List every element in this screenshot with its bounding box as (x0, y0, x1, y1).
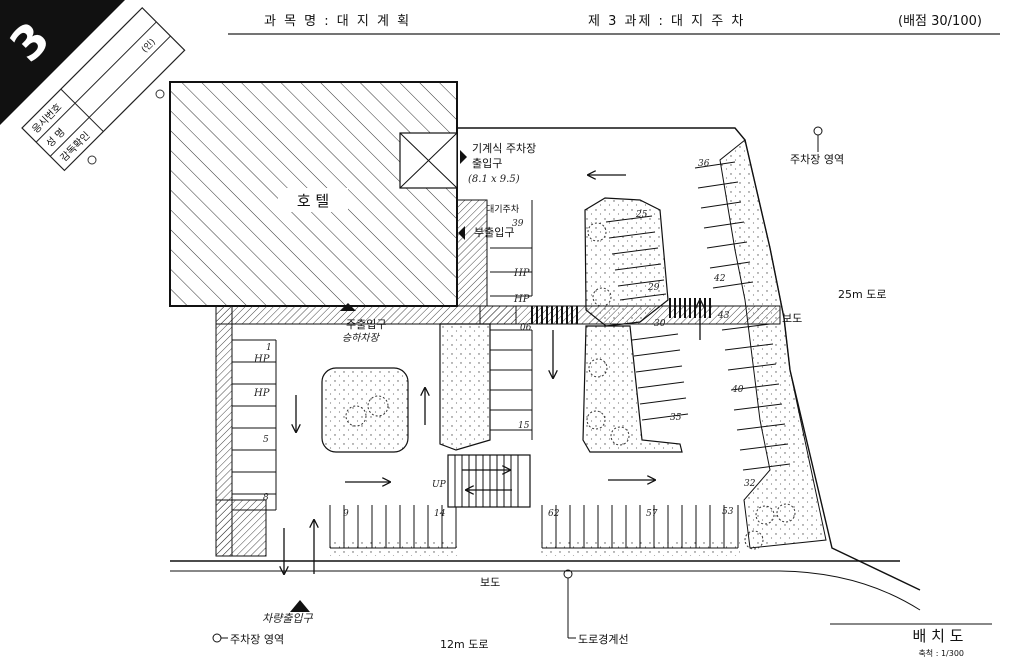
hp-label-3: HP (513, 268, 530, 279)
stall-number: 9 (343, 509, 349, 519)
up-label: UP (432, 480, 447, 490)
parking-zone-label-bottom: 주차장 영역 (230, 633, 284, 646)
south-parking-stalls-1 (329, 505, 457, 549)
stall-number: 1 (266, 343, 272, 353)
footer-title: 배 치 도 (913, 627, 964, 645)
footer-scale: 축척 : 1/300 (918, 649, 964, 658)
stall-number: 40 (731, 385, 744, 395)
south-parking-stalls-2 (541, 505, 739, 549)
sidewalk-label-bottom: 보도 (480, 576, 500, 589)
stall-number: 14 (434, 509, 446, 519)
hp-label-1: HP (253, 354, 270, 365)
stall-number: 36 (698, 159, 710, 169)
parking-zone-label-top: 주차장 영역 (790, 153, 844, 166)
mech-parking-label-2: 출입구 (472, 157, 502, 170)
sidewalk-corner (779, 570, 921, 611)
sidewalk-label-right: 보도 (782, 312, 802, 325)
side-walkway (456, 199, 488, 307)
traffic-arrows (284, 175, 700, 574)
subject-title: 과 목 명 : 대 지 계 획 (264, 14, 412, 29)
main-entrance-marker (340, 303, 356, 311)
vehicle-entrance-label: 차량출입구 (262, 612, 313, 625)
west-corner-hatch (215, 499, 267, 557)
road-label-right: 25m 도로 (838, 288, 886, 301)
seal-mark: (인) (139, 37, 158, 56)
stall-number: 35 (670, 413, 682, 423)
stall-number: 42 (713, 274, 726, 284)
upper-island-stalls (605, 215, 667, 301)
stall-number: 06 (520, 323, 532, 333)
registration-marks (87, 89, 165, 165)
middle-parking-stalls (490, 200, 533, 440)
crosswalk-2 (669, 298, 711, 318)
stall-number: 57 (646, 509, 658, 519)
east-parking-stalls (694, 161, 791, 471)
site-boundary (457, 127, 921, 591)
stall-number: 43 (717, 311, 730, 321)
zone-leaders (212, 126, 823, 643)
score-label: (배점 30/100) (898, 14, 982, 29)
waiting-label: 대기주차 (486, 203, 520, 215)
upper-island (584, 197, 669, 327)
stall-numbers: 1 5 8 9 14 15 25 29 30 35 36 40 42 43 32… (263, 159, 756, 519)
middle-island (439, 323, 491, 451)
west-parking-stalls (232, 339, 277, 511)
side-entrance-marker (458, 226, 465, 240)
main-entrance-label: 주출입구 (346, 318, 386, 331)
mechanical-parking-entry (399, 132, 467, 189)
stall-number: 62 (548, 509, 560, 519)
mech-parking-label-1: 기계식 주차장 (472, 142, 536, 155)
stall-number: 39 (512, 219, 524, 229)
stall-number: 29 (647, 283, 660, 293)
tree-symbols (345, 222, 796, 550)
dropoff-label: 승하차장 (342, 332, 381, 344)
hotel-label-bg (278, 188, 348, 212)
road-label-bottom: 12m 도로 (440, 638, 488, 651)
stall-number: 8 (263, 493, 269, 503)
stall-number: 53 (722, 507, 734, 517)
name-label: 성 명 (44, 126, 68, 150)
ramp (447, 454, 531, 508)
side-entrance-label: 부출입구 (474, 226, 514, 239)
hp-label-4: HP (513, 294, 530, 305)
lower-island (582, 325, 683, 453)
hotel-label: 호 텔 (297, 192, 329, 210)
stall-number: 30 (654, 319, 666, 329)
hp-label-2: HP (253, 388, 270, 399)
stall-number: 15 (518, 421, 530, 431)
assignment-title: 제 3 과제 : 대 지 주 차 (588, 14, 746, 29)
vehicle-entrance-marker (290, 600, 310, 612)
center-planter (321, 367, 409, 453)
stall-number: 5 (263, 435, 269, 445)
stall-number: 25 (635, 210, 648, 220)
lower-island-stalls (631, 333, 689, 421)
mech-parking-dims: (8.1 x 9.5) (468, 174, 520, 185)
corner-badge: 3 (0, 0, 125, 125)
crosswalk-1 (531, 306, 578, 324)
stall-number: 32 (744, 479, 756, 489)
road-boundary-label: 도로경계선 (578, 633, 629, 646)
